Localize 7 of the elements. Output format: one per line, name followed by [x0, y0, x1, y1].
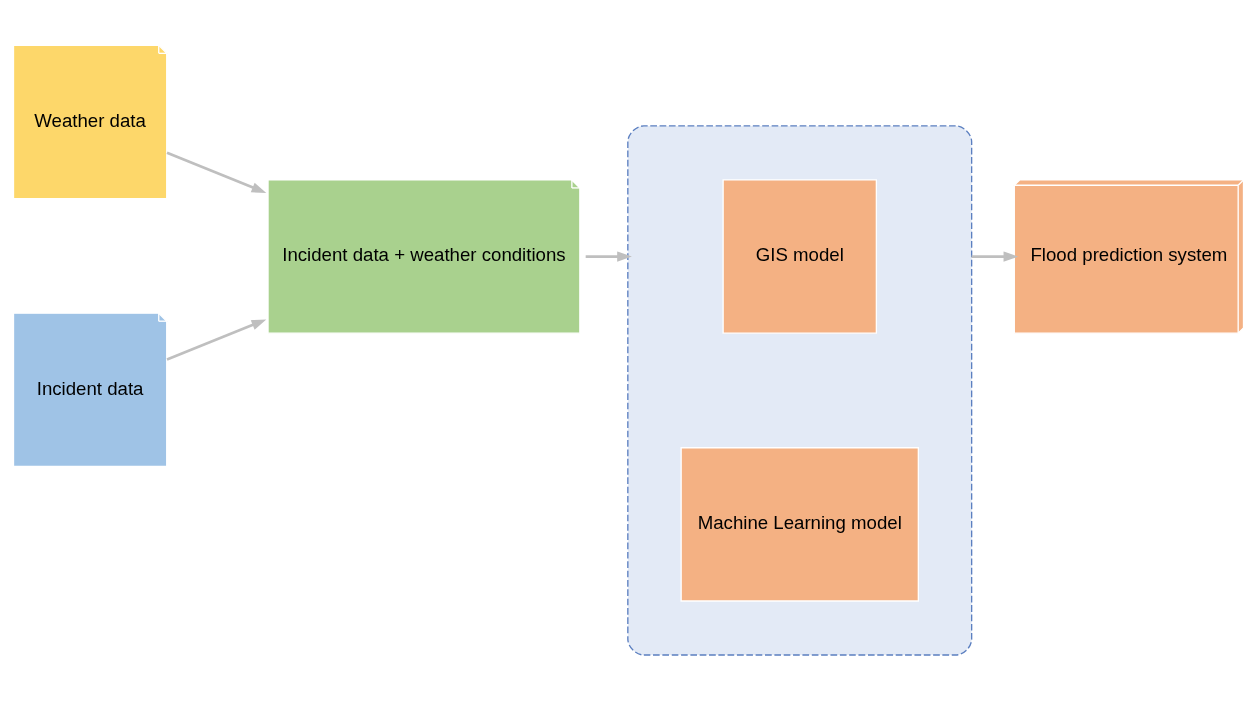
arrow	[971, 250, 1019, 262]
node-box: Machine Learning model	[680, 446, 919, 602]
arrow	[166, 150, 267, 193]
node-box: GIS model	[722, 178, 878, 334]
cluster	[627, 124, 973, 656]
arrow	[585, 250, 632, 262]
arrow	[166, 318, 267, 361]
